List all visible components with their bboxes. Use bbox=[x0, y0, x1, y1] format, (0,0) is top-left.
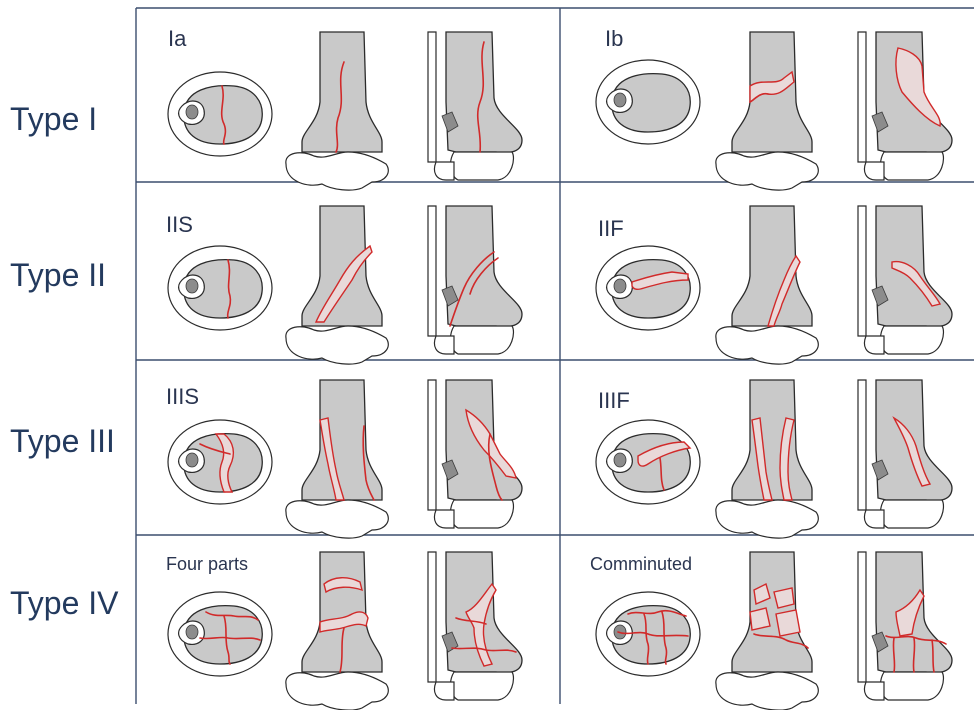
iiif-axial-view bbox=[596, 420, 700, 504]
illustration-comminuted bbox=[596, 552, 952, 710]
four-parts-axial-view bbox=[168, 592, 272, 676]
iiis-axial-view bbox=[168, 420, 272, 504]
comminuted-axial-view bbox=[596, 592, 700, 676]
illustration-iiis bbox=[168, 380, 522, 538]
row-label-type-4: Type IV bbox=[10, 585, 119, 621]
cell-label-iis: IIS bbox=[166, 212, 193, 237]
iif-axial-view bbox=[596, 246, 700, 330]
illustration-iis bbox=[168, 206, 522, 364]
row-label-type-2: Type II bbox=[10, 257, 106, 293]
illustration-iif bbox=[596, 206, 952, 364]
illustration-ia bbox=[168, 32, 522, 190]
row-label-type-3: Type III bbox=[10, 423, 115, 459]
iiif-lateral-view bbox=[858, 380, 952, 528]
cell-label-iiis: IIIS bbox=[166, 384, 199, 409]
cell-label-ib: Ib bbox=[605, 26, 623, 51]
ia-ap-view bbox=[286, 32, 388, 190]
iis-axial-view bbox=[168, 246, 272, 330]
illustration-iiif bbox=[596, 380, 952, 538]
ia-lateral-view bbox=[428, 32, 522, 180]
iis-ap-view bbox=[286, 206, 388, 364]
ia-axial-view bbox=[168, 72, 272, 156]
ib-ap-view bbox=[716, 32, 818, 190]
row-label-type-1: Type I bbox=[10, 101, 97, 137]
cell-label-iiif: IIIF bbox=[598, 388, 630, 413]
cell-label-four-parts: Four parts bbox=[166, 554, 248, 574]
cell-label-comminuted: Comminuted bbox=[590, 554, 692, 574]
four-parts-ap-view bbox=[286, 552, 388, 710]
four-parts-lateral-view bbox=[428, 552, 522, 700]
iif-ap-view bbox=[716, 206, 818, 364]
cell-label-ia: Ia bbox=[168, 26, 187, 51]
comminuted-ap-view bbox=[716, 552, 818, 710]
iiis-ap-view bbox=[286, 380, 388, 538]
row-type-labels: Type I Type II Type III Type IV bbox=[10, 101, 119, 621]
cell-label-iif: IIF bbox=[598, 216, 624, 241]
ib-axial-view bbox=[596, 60, 700, 144]
iif-lateral-view bbox=[858, 206, 952, 354]
ib-lateral-view bbox=[858, 32, 952, 180]
iiif-ap-view bbox=[716, 380, 818, 538]
illustration-ib bbox=[596, 32, 952, 190]
comminuted-lateral-view bbox=[858, 552, 952, 700]
iiis-lateral-view bbox=[428, 380, 522, 528]
illustration-four-parts bbox=[168, 552, 522, 710]
iis-lateral-view bbox=[428, 206, 522, 354]
